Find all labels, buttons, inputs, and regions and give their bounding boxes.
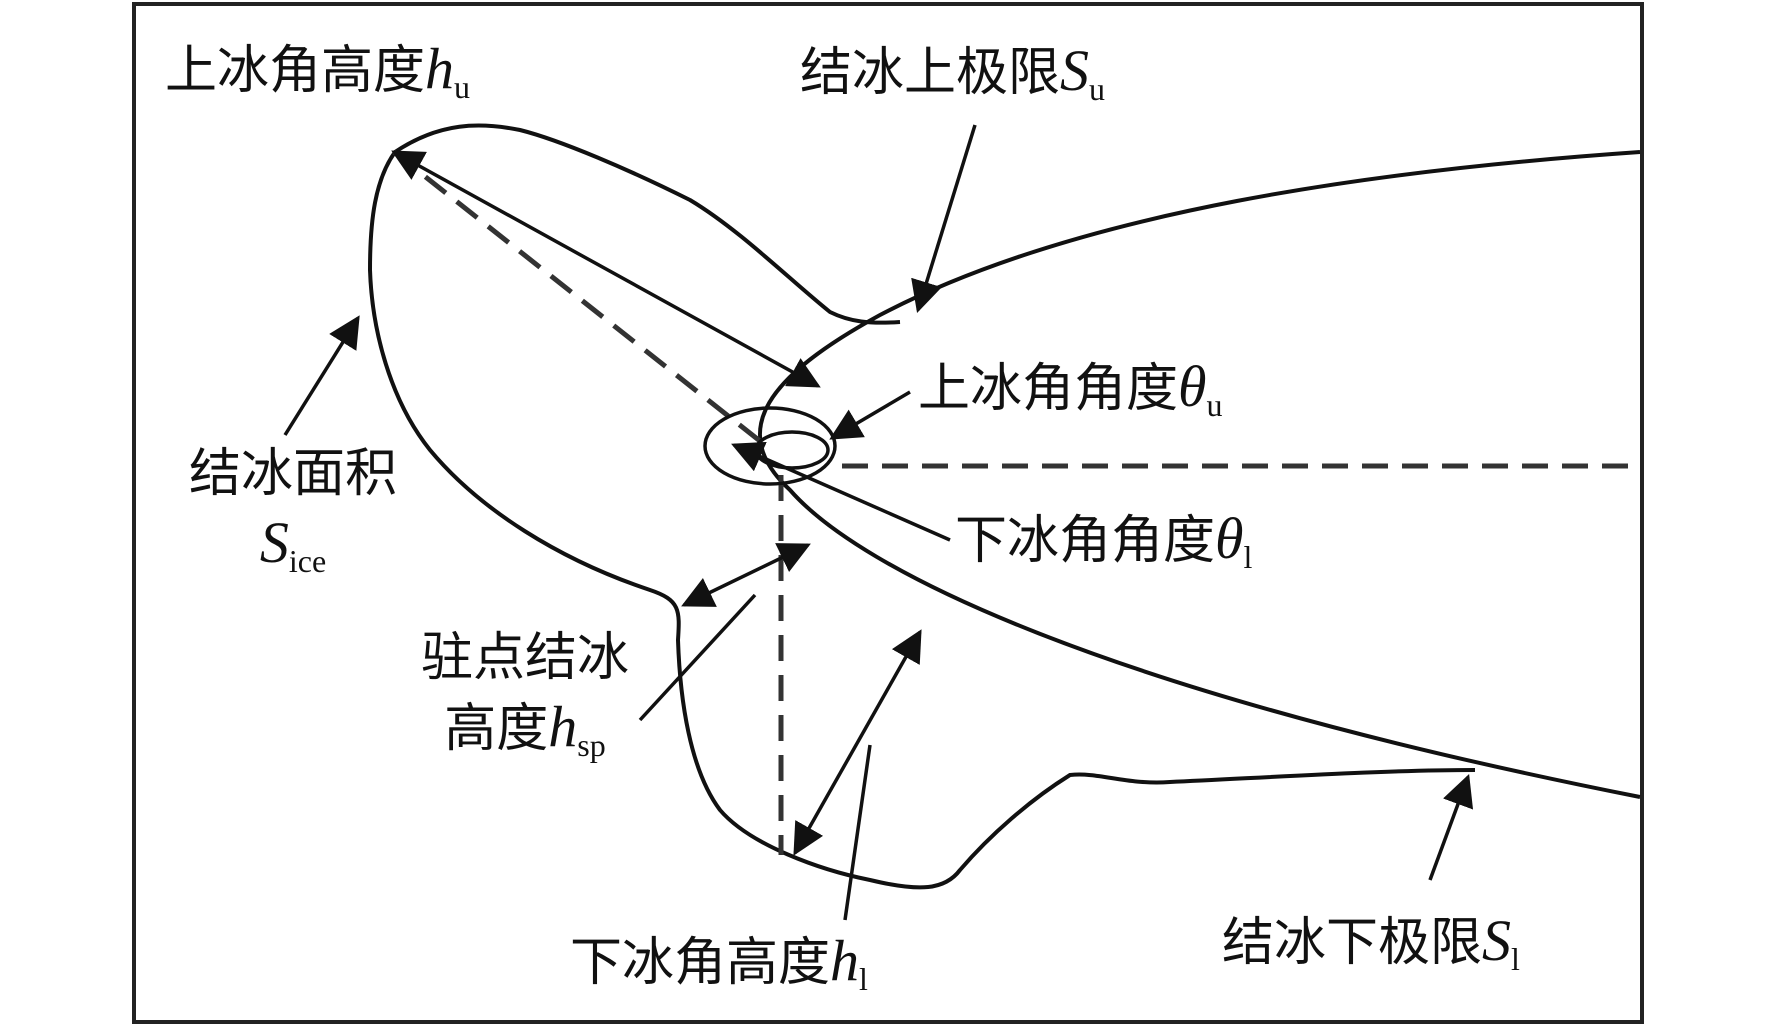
lower-horn-height-pointer: [843, 744, 872, 921]
lower-horn-angle-arrow: [731, 441, 951, 542]
lower-horn-height-label: 下冰角高度hl: [570, 928, 868, 997]
lower-limit-label: 结冰下极限Sl: [1222, 908, 1520, 977]
upper-horn-height-label: 上冰角高度hu: [165, 36, 471, 105]
inner-angle-arc: [754, 430, 830, 470]
stagnation-height-arrow: [681, 543, 811, 607]
upper-horn-dashed-line: [392, 150, 767, 447]
lower-horn-angle-label: 下冰角角度θl: [955, 506, 1253, 575]
ice-area-symbol: Sice: [259, 510, 327, 579]
upper-limit-label: 结冰上极限Su: [800, 38, 1106, 107]
ice-area-text: 结冰面积: [188, 444, 397, 504]
upper-limit-arrow: [911, 124, 977, 314]
frame-border: [132, 2, 1644, 1024]
ice-area-label: 结冰面积 Sice: [148, 444, 438, 579]
upper-horn-angle-arrow: [829, 390, 911, 440]
upper-horn-angle-label: 上冰角角度θu: [918, 354, 1223, 423]
outer-angle-arc: [703, 406, 837, 486]
airfoil-outline: [758, 150, 1641, 799]
lower-limit-arrow: [1428, 773, 1474, 881]
lower-horn-height-arrow: [793, 629, 922, 856]
ice-shape-outline: [367, 123, 1476, 890]
stagnation-height-label: 驻点结冰 高度hsp: [380, 628, 670, 763]
stagnation-height-line1: 驻点结冰: [420, 628, 629, 688]
stagnation-pointer-line: [638, 593, 757, 722]
upper-horn-height-arrow: [391, 150, 821, 388]
ice-area-arrow: [283, 315, 360, 436]
stagnation-height-line2: 高度hsp: [444, 694, 606, 763]
